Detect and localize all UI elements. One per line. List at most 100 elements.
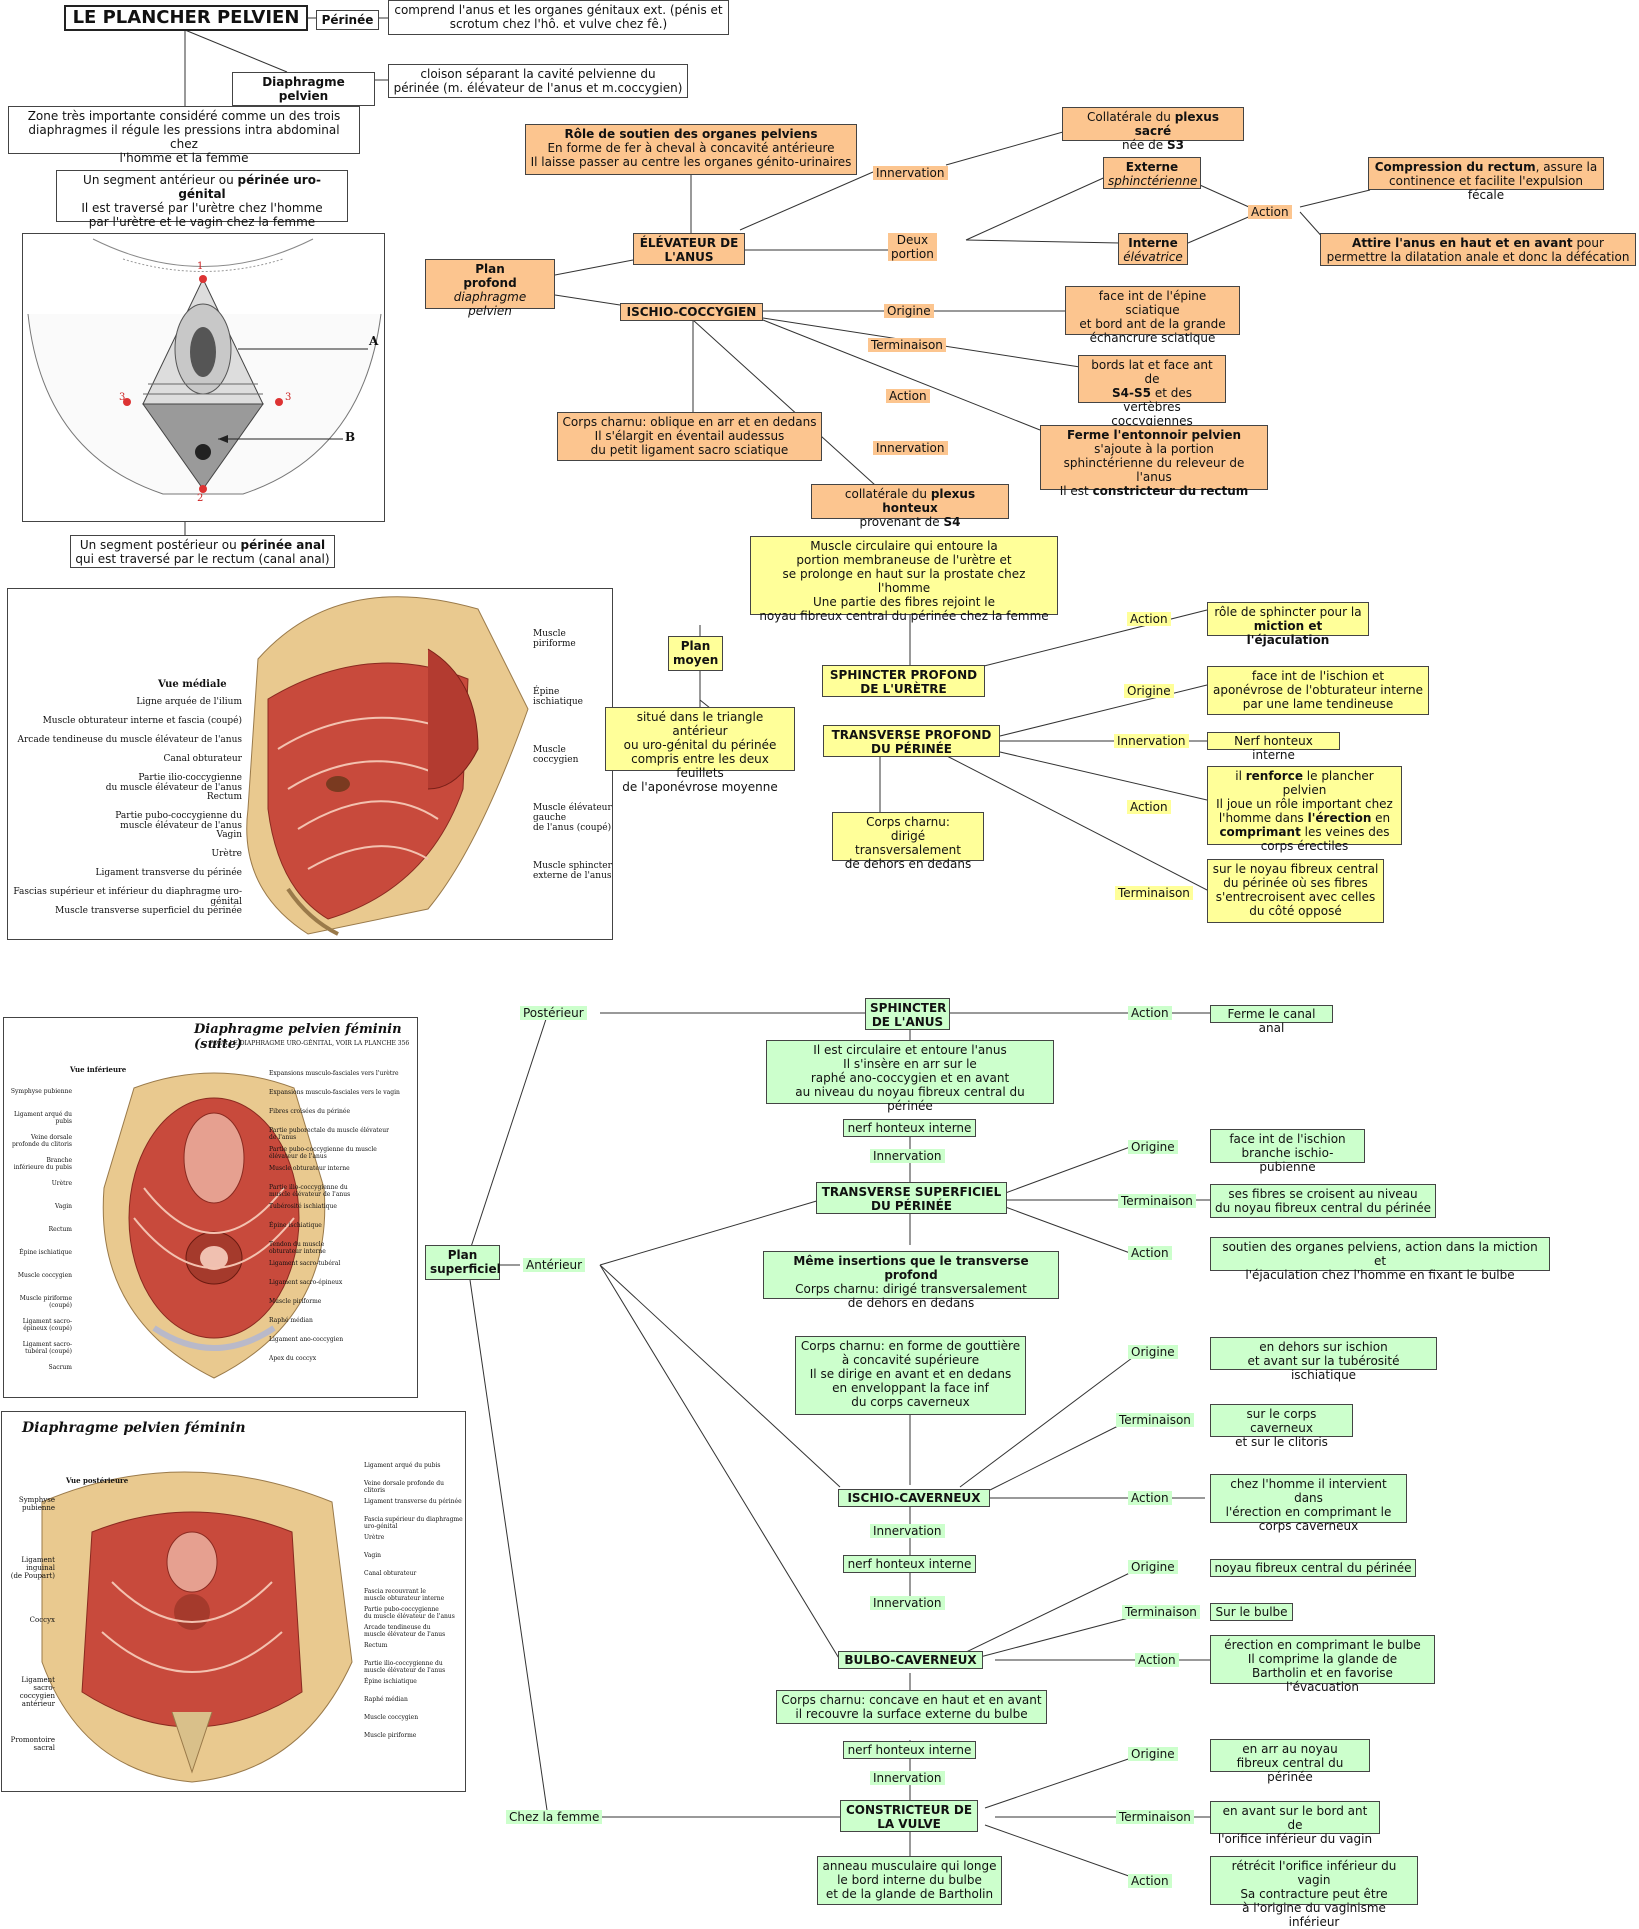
- figure-vue-posterieure-right-label-9: Arcade tendineuse du muscle élévateur de…: [364, 1624, 446, 1638]
- figure-vue-mediale-left-label-1: Muscle obturateur interne et fascia (cou…: [42, 716, 242, 726]
- figure-vue-mediale-right-label-0: Muscle piriforme: [533, 629, 576, 649]
- figure-vue-inferieure-right-label-4: Partie pubo-coccygienne du muscle élévat…: [269, 1146, 377, 1160]
- figure-vue-mediale-right-label-4: Muscle sphincter externe de l'anus: [533, 861, 612, 881]
- ischio-terminaison-label: Terminaison: [868, 338, 946, 352]
- innervation-label-2: Innervation: [870, 1596, 945, 1610]
- figure-vue-posterieure-left-label-2: Coccyx: [29, 1616, 55, 1624]
- figure2-title: Diaphragme pelvien féminin (suite): [194, 1022, 402, 1052]
- anterieur-label: Antérieur: [523, 1258, 586, 1272]
- figure-vue-inferieure-left-label-8: Muscle coccygien: [17, 1272, 72, 1279]
- figure-vue-posterieure-left-label-0: Symphyse pubienne: [18, 1496, 55, 1512]
- figure-vue-posterieure-right-label-2: Ligament transverse du périnée: [364, 1498, 462, 1505]
- transverse-innervation-label: Innervation: [1114, 734, 1189, 748]
- perinee-label: Périnée: [316, 10, 379, 30]
- figure-vue-inferieure-left-label-10: Ligament sacro-épineux (coupé): [22, 1318, 72, 1332]
- figure-vue-inferieure-right-label-11: Ligament sacro-épineux: [269, 1279, 343, 1286]
- figure-vue-inferieure-right-label-1: Expansions musculo-fasciales vers le vag…: [269, 1089, 400, 1096]
- figure2-subtitle: POUR LE DIAPHRAGME URO-GÉNITAL, VOIR LA …: [209, 1040, 410, 1047]
- figure-vue-inferieure-right-label-3: Partie puborectale du muscle élévateur d…: [269, 1127, 389, 1141]
- constricteur-vulve: CONSTRICTEUR DE LA VULVE: [840, 1800, 978, 1832]
- perineum-diagram: A B 1 2 3 3: [22, 233, 385, 522]
- figure-vue-posterieure-right-label-14: Muscle coccygien: [364, 1714, 419, 1721]
- ic-terminaison-value: sur le corps caverneux et sur le clitori…: [1210, 1404, 1353, 1449]
- bc-terminaison-value: Sur le bulbe: [1210, 1603, 1293, 1621]
- plan-superficiel: Plan superficiel: [425, 1245, 501, 1280]
- ic-action-label: Action: [1128, 1491, 1172, 1505]
- figure-vue-inferieure-right-label-5: Muscle obturateur interne: [269, 1165, 350, 1172]
- figure-vue-inferieure-left-label-2: Veine dorsale profonde du clitoris: [11, 1134, 72, 1148]
- figure-vue-inferieure-right-label-15: Apex du coccyx: [269, 1355, 317, 1362]
- anneau-musculaire: anneau musculaire qui longe le bord inte…: [817, 1856, 1002, 1905]
- diaphragme-definition: cloison séparant la cavité pelvienne du …: [388, 64, 688, 98]
- figure-vue-posterieure-left-label-1: Ligament inguinal (de Poupart): [10, 1556, 55, 1580]
- figure-vue-posterieure-left-label-4: Promontoire sacral: [10, 1736, 55, 1752]
- figure-label-1: 1: [197, 261, 204, 272]
- transverse-terminaison-label: Terminaison: [1115, 886, 1193, 900]
- figure-vue-inferieure-right-label-13: Raphé médian: [269, 1317, 313, 1324]
- perinee-definition: comprend l'anus et les organes génitaux …: [388, 0, 729, 35]
- cv-terminaison-value: en avant sur le bord ant de l'orifice in…: [1210, 1801, 1380, 1846]
- meme-insertions: Même insertions que le transverse profon…: [763, 1251, 1059, 1310]
- figure-vue-mediale-left-label-0: Ligne arquée de l'ilium: [136, 697, 242, 707]
- figure-vue-mediale-left-label-8: Urètre: [211, 849, 242, 859]
- figure-vue-posterieure-right-label-6: Canal obturateur: [364, 1570, 417, 1577]
- ischio-caverneux: ISCHIO-CAVERNEUX: [838, 1489, 990, 1507]
- figure-vue-inferieure-left-label-9: Muscle piriforme (coupé): [19, 1295, 72, 1309]
- figure-vue-posterieure-right-label-12: Épine ischiatique: [364, 1678, 417, 1685]
- figure1-title: Vue médiale: [158, 679, 227, 690]
- figure-vue-posterieure-right-label-13: Raphé médian: [364, 1696, 408, 1703]
- role-soutien: Rôle de soutien des organes pelviens En …: [525, 124, 857, 175]
- transverse-terminaison-value: sur le noyau fibreux central du périnée …: [1207, 859, 1384, 923]
- figure-vue-posterieure-right-label-7: Fascia recouvrant le muscle obturateur i…: [364, 1588, 445, 1602]
- figure-vue-inferieure-right-label-2: Fibres croisées du périnée: [269, 1108, 351, 1115]
- compression-rectum: Compression du rectum, assure la contine…: [1368, 157, 1604, 202]
- figure-vue-posterieure: Diaphragme pelvien féminin Vue postérieu…: [1, 1411, 466, 1792]
- transverse-superficiel: TRANSVERSE SUPERFICIEL DU PÉRINÉE: [816, 1182, 1007, 1214]
- figure-vue-posterieure-right-label-1: Veine dorsale profonde du clitoris: [364, 1480, 444, 1494]
- ts-action-label: Action: [1128, 1246, 1172, 1260]
- figure-vue-mediale-left-label-6: Partie pubo-coccygienne du muscle élévat…: [115, 811, 242, 831]
- figure-vue-posterieure-right-label-8: Partie pubo-coccygienne du muscle élévat…: [364, 1606, 455, 1620]
- ischio-corps-charnu: Corps charnu: oblique en arr et en dedan…: [557, 412, 822, 461]
- ic-origine-label: Origine: [1128, 1345, 1178, 1359]
- figure-vue-inferieure-left-label-0: Symphyse pubienne: [10, 1088, 72, 1095]
- figure-vue-mediale-left-label-9: Ligament transverse du périnée: [95, 868, 242, 878]
- figure-vue-mediale-right-label-1: Épine ischiatique: [533, 687, 583, 707]
- figure-vue-inferieure-right-label-14: Ligament ano-coccygien: [269, 1336, 344, 1343]
- ferme-entonnoir: Ferme l'entonnoir pelvien s'ajoute à la …: [1040, 425, 1268, 498]
- figure-vue-inferieure: Diaphragme pelvien féminin (suite) POUR …: [3, 1017, 418, 1398]
- figure-vue-mediale-left-label-5: Rectum: [206, 792, 242, 802]
- collaterale-plexus-sacre: Collatérale du plexus sacré née de S3: [1062, 107, 1244, 152]
- transverse-origine-value: face int de l'ischion et aponévrose de l…: [1207, 666, 1429, 715]
- figure-vue-mediale-right-label-2: Muscle coccygien: [533, 745, 579, 765]
- cv-origine-label: Origine: [1128, 1747, 1178, 1761]
- ts-terminaison-value: ses fibres se croisent au niveau du noya…: [1210, 1184, 1436, 1218]
- cv-action-value: rétrécit l'orifice inférieur du vagin Sa…: [1210, 1856, 1418, 1929]
- innervation-label-3: Innervation: [870, 1771, 945, 1785]
- figure-vue-mediale-left-label-7: Vagin: [216, 830, 242, 840]
- transverse-action-label: Action: [1127, 800, 1171, 814]
- sphincter-action-value: rôle de sphincter pour la miction et l'é…: [1207, 602, 1369, 647]
- figure-vue-inferieure-left-label-4: Urètre: [51, 1180, 72, 1187]
- transverse-action-value: il renforce le plancher pelvien Il joue …: [1207, 766, 1402, 853]
- sphincter-anus-action-label: Action: [1128, 1006, 1172, 1020]
- page-title: LE PLANCHER PELVIEN: [64, 5, 308, 31]
- sphincter-action-label: Action: [1127, 612, 1171, 626]
- bc-origine-value: noyau fibreux central du périnée: [1210, 1559, 1416, 1577]
- ischio-innervation-label: Innervation: [873, 441, 948, 455]
- corps-gouttiere: Corps charnu: en forme de gouttière à co…: [795, 1336, 1026, 1415]
- ic-origine-value: en dehors sur ischion et avant sur la tu…: [1210, 1337, 1437, 1382]
- figure3-view: Vue postérieure: [66, 1476, 129, 1485]
- elevateur-innervation-label: Innervation: [873, 166, 948, 180]
- ts-origine-value: face int de l'ischion branche ischio-pub…: [1210, 1129, 1365, 1174]
- figure-vue-inferieure-left-label-1: Ligament arqué du pubis: [13, 1111, 72, 1125]
- posterieur-label: Postérieur: [520, 1006, 587, 1020]
- figure-vue-inferieure-left-label-5: Vagin: [55, 1203, 72, 1210]
- transverse-profond: TRANSVERSE PROFOND DU PÉRINÉE: [823, 725, 1000, 757]
- figure2-view: Vue inférieure: [70, 1065, 127, 1074]
- figure-label-3-left: 3: [119, 392, 126, 403]
- nerf-honteux-interne-2: nerf honteux interne: [843, 1555, 976, 1573]
